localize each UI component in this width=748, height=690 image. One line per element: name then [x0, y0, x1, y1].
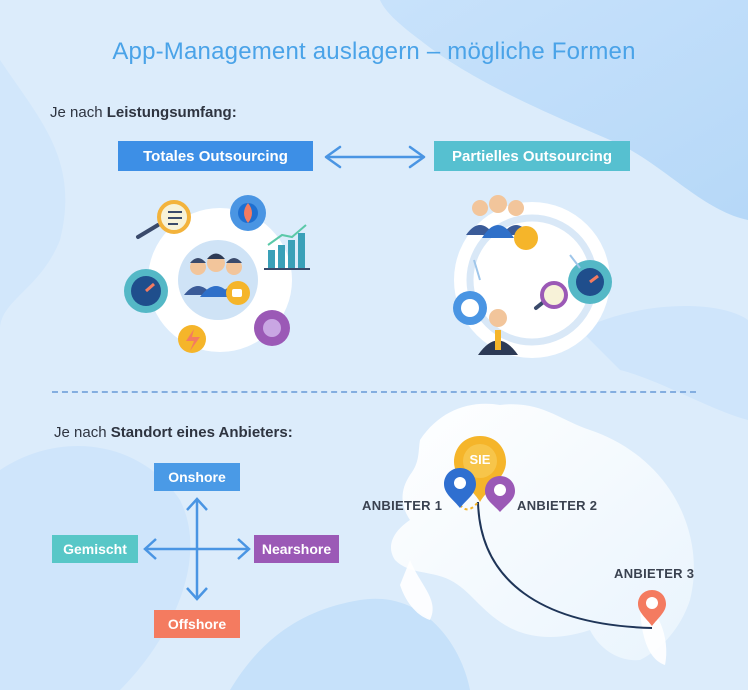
pin-provider1-icon	[444, 468, 476, 508]
location-onshore: Onshore	[154, 463, 240, 491]
page-title: App-Management auslagern – mögliche Form…	[112, 38, 636, 65]
provider3-label: ANBIETER 3	[614, 566, 695, 581]
tag-total-outsourcing: Totales Outsourcing	[118, 141, 313, 171]
section-label-prefix: Je nach	[50, 104, 107, 121]
gear-flame-icon	[230, 195, 266, 231]
double-arrow-icon	[324, 145, 426, 169]
section-label-scope: Je nach Leistungsumfang:	[50, 104, 237, 121]
team-icon-top	[466, 195, 538, 250]
total-outsourcing-illustration	[124, 195, 310, 353]
gauge-icon-right	[568, 260, 612, 304]
checklist-magnifier-icon	[136, 200, 191, 239]
partial-outsourcing-illustration	[453, 195, 612, 358]
section-label-location: Je nach Standort eines Anbieters:	[54, 424, 293, 441]
provider1-label: ANBIETER 1	[362, 498, 443, 513]
location-gemischt: Gemischt	[52, 535, 138, 563]
growth-chart-icon	[264, 224, 310, 270]
person-speech-icon	[453, 291, 518, 355]
idea-bulb-icon	[178, 325, 206, 353]
location-offshore: Offshore	[154, 610, 240, 638]
compass-arrows-icon	[143, 497, 251, 601]
gauge-icon	[124, 269, 168, 313]
provider2-label: ANBIETER 2	[517, 498, 598, 513]
map-route	[444, 436, 666, 629]
section-divider	[52, 391, 696, 393]
purple-gear-icon	[254, 310, 290, 346]
pin-you-label: SIE	[469, 452, 491, 467]
section-label-bold: Leistungsumfang:	[106, 104, 237, 121]
section-label-prefix: Je nach	[54, 424, 111, 441]
pin-provider3-icon	[638, 590, 666, 626]
tag-partial-outsourcing: Partielles Outsourcing	[434, 141, 630, 171]
section-label-bold: Standort eines Anbieters:	[110, 424, 293, 441]
magnifier-icon	[534, 281, 568, 310]
pin-provider2-icon	[485, 476, 515, 512]
location-nearshore: Nearshore	[254, 535, 339, 563]
